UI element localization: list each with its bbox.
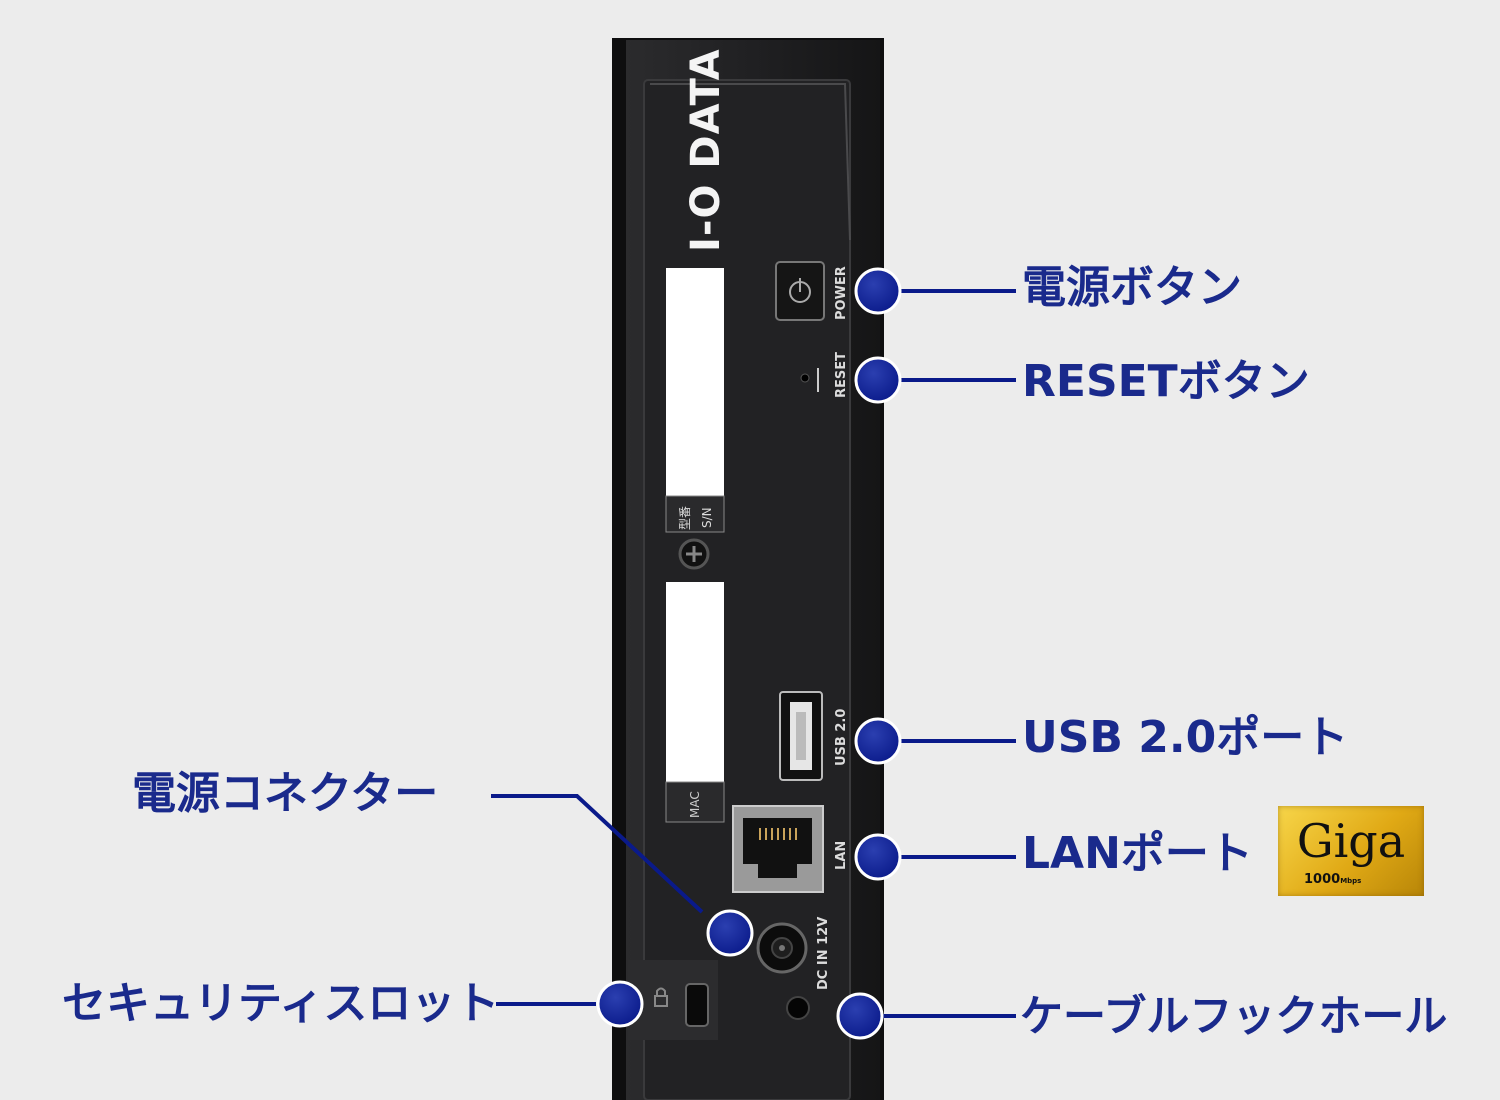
- power-port-label: POWER: [834, 266, 849, 320]
- usb-port[interactable]: [779, 691, 823, 781]
- reset-button[interactable]: [800, 368, 819, 392]
- giga-speed-unit: Mbps: [1340, 877, 1362, 885]
- power-button-callout: 電源ボタン: [1022, 262, 1242, 313]
- cable-hook-marker: [836, 992, 884, 1040]
- dc-in-label: DC IN 12V: [816, 916, 831, 990]
- screw-icon: [678, 538, 710, 570]
- cable-hook-hole: [786, 996, 810, 1020]
- brand-logo: I-O DATA: [683, 48, 729, 252]
- lan-marker: [854, 833, 902, 881]
- serial-label: S/N: [700, 507, 714, 528]
- power-button[interactable]: [775, 261, 825, 321]
- lan-port-callout: LANポート: [1022, 828, 1253, 879]
- giga-speed-value: 1000: [1304, 872, 1341, 887]
- serial-sticker: [666, 582, 724, 782]
- usb-marker: [854, 717, 902, 765]
- reset-button-callout: RESETボタン: [1022, 356, 1310, 407]
- power-connector-marker: [706, 909, 754, 957]
- power-marker: [854, 267, 902, 315]
- reset-port-label: RESET: [834, 351, 849, 398]
- model-label: 型番: [678, 505, 692, 530]
- power-connector-leader-line: [491, 794, 704, 914]
- lock-icon: [654, 987, 668, 1007]
- usb-port-callout: USB 2.0ポート: [1022, 712, 1349, 763]
- power-icon: [789, 278, 811, 303]
- model-sticker: [666, 268, 724, 496]
- marker-dots: [596, 267, 902, 1040]
- mac-label: MAC: [688, 791, 702, 818]
- lan-port-label: LAN: [834, 840, 849, 870]
- dc-in-jack[interactable]: [756, 922, 808, 974]
- giga-badge: Giga 1000Mbps: [1278, 806, 1424, 896]
- usb-port-label: USB 2.0: [834, 708, 849, 766]
- cable-hook-hole-callout: ケーブルフックホール: [1020, 992, 1448, 1042]
- lan-port[interactable]: [732, 805, 824, 893]
- reset-marker: [854, 356, 902, 404]
- giga-badge-text: Giga: [1296, 814, 1406, 868]
- giga-badge-speed: 1000Mbps: [1304, 872, 1361, 887]
- security-marker: [596, 980, 644, 1028]
- security-slot-callout: セキュリティスロット: [62, 978, 500, 1029]
- power-connector-callout: 電源コネクター: [132, 768, 439, 819]
- label-sticker-area: [665, 268, 725, 823]
